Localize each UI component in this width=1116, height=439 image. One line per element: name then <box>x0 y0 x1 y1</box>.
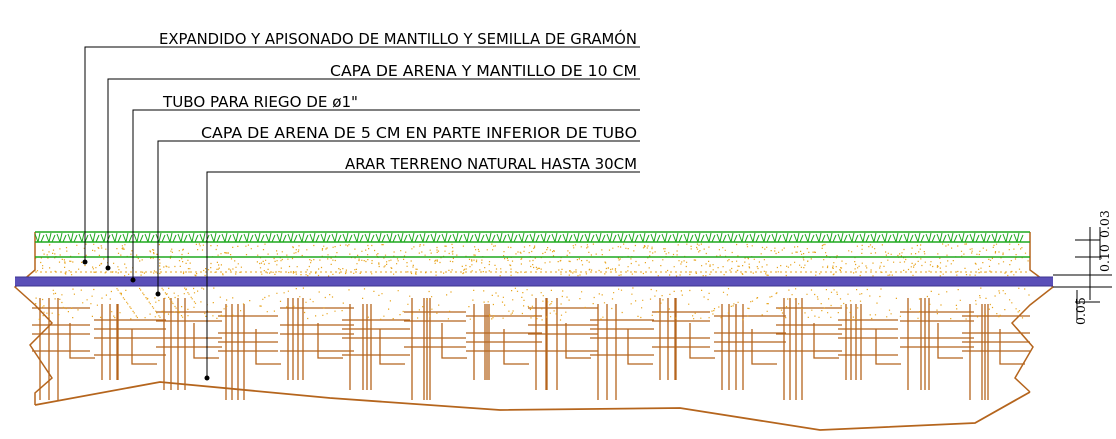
leader-5 <box>206 171 640 378</box>
dimension-0-05: 0.05 <box>1073 297 1088 325</box>
plowed-soil-hatch <box>32 298 1030 400</box>
irrigation-pipe <box>15 277 1053 286</box>
leader-dot-4 <box>155 291 161 297</box>
dimension-0-03: 0.03 <box>1097 210 1112 238</box>
leader-dots <box>82 259 210 381</box>
sand-mulch-dots <box>35 243 1030 321</box>
leader-dot-3 <box>130 277 136 283</box>
leader-4 <box>157 140 640 294</box>
soil-hatch-lines <box>32 298 1030 400</box>
grass-blades <box>34 232 1024 243</box>
leader-dot-2 <box>105 265 111 271</box>
leader-1 <box>84 46 640 262</box>
leader-dot-1 <box>82 259 88 265</box>
callout-text-1: EXPANDIDO Y APISONADO DE MANTILLO Y SEMI… <box>159 29 637 48</box>
leader-3 <box>132 109 640 280</box>
dimension-lines <box>1053 227 1112 320</box>
left-break-line <box>13 232 54 405</box>
callout-text-2: CAPA DE ARENA Y MANTILLO DE 10 CM <box>330 62 637 80</box>
sand-grain-dots <box>35 243 1030 321</box>
leader-dot-5 <box>204 375 210 381</box>
callout-text-5: ARAR TERRENO NATURAL HASTA 30CM <box>345 155 637 173</box>
callout-leaders <box>84 46 640 378</box>
grass-layer <box>34 232 1024 243</box>
callout-text-3: TUBO PARA RIEGO DE ø1" <box>162 93 358 111</box>
dimension-0-10: 0.10 <box>1097 244 1112 272</box>
natural-terrain-line <box>34 381 1031 431</box>
right-break-line <box>1010 232 1055 393</box>
leader-2 <box>107 78 640 268</box>
callout-text-4: CAPA DE ARENA DE 5 CM EN PARTE INFERIOR … <box>201 124 637 142</box>
